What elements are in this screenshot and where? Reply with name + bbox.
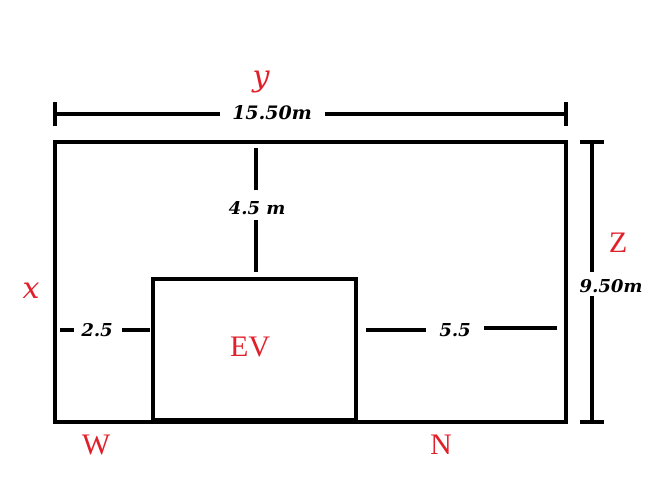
ev-building [151,277,358,422]
top-width-label: 15.50m [232,102,312,124]
top-gap-label: 4.5 m [229,198,286,219]
z-side-label: Z [609,226,627,259]
left-gap-label: 2.5 [80,320,112,341]
ev-label: EV [230,330,270,363]
y-axis-label: y [251,59,271,94]
w-side-label: W [82,428,111,461]
x-axis-label: x [23,271,40,306]
n-side-label: N [430,428,452,461]
right-gap-label: 5.5 [439,320,470,341]
right-height-label: 9.50m [580,276,643,297]
lot-outline [53,140,568,424]
